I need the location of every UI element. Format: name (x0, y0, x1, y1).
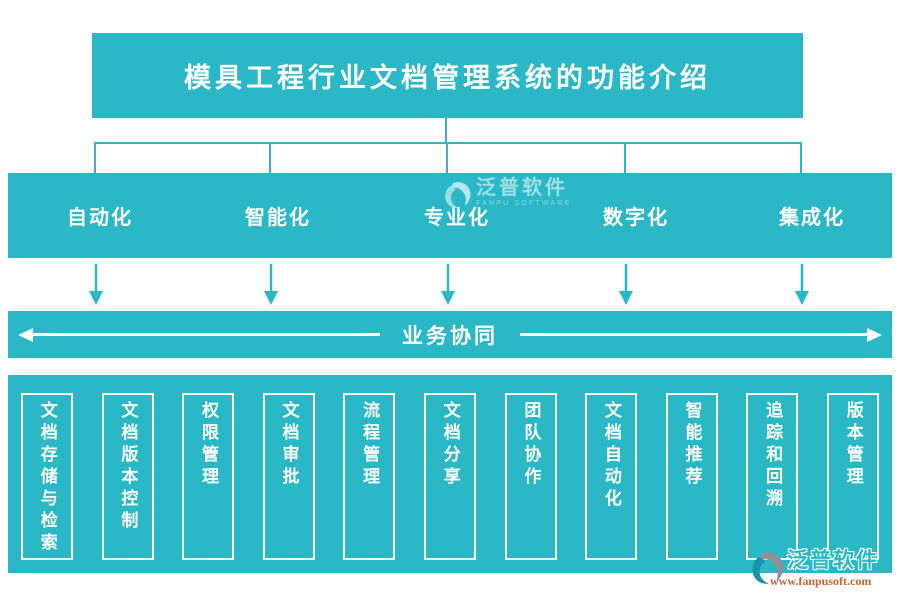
feature-box-doc-automation: 文档自动化 (585, 393, 638, 560)
connector-horizontal-line (94, 142, 802, 144)
feature-label: 文档版本控制 (118, 401, 138, 533)
feature-label: 团队协作 (521, 401, 541, 489)
feature-label: 追踪和回溯 (763, 401, 783, 511)
category-intelligence: 智能化 (245, 207, 311, 229)
connector-root-line (445, 118, 447, 143)
connector-stub-4 (624, 142, 626, 173)
footer-logo-text: 泛普软件 www.fanpusoft.com (770, 549, 879, 589)
feature-label: 文档审批 (279, 401, 299, 489)
down-arrow-icon (89, 264, 103, 305)
arrowhead-left-icon (18, 327, 33, 342)
feature-label: 智能推荐 (682, 401, 702, 489)
feature-box-process-mgmt: 流程管理 (343, 393, 396, 560)
feature-label: 版本管理 (843, 401, 863, 489)
connector-stub-1 (94, 142, 96, 173)
feature-box-team-collab: 团队协作 (504, 393, 557, 560)
category-automation: 自动化 (67, 207, 133, 229)
down-arrow-icon (619, 264, 633, 305)
collab-line-left (33, 333, 380, 336)
categories-band: 自动化 智能化 专业化 数字化 集成化 (8, 173, 892, 258)
feature-box-smart-recommend: 智能推荐 (665, 393, 718, 560)
down-arrow-icon (795, 264, 809, 305)
footer-brand: 泛普软件 (787, 549, 879, 572)
down-arrow-icon (264, 264, 278, 305)
feature-box-version-control: 文档版本控制 (101, 393, 154, 560)
collaboration-bar: 业务协同 (8, 311, 892, 358)
collab-line-right (520, 333, 867, 336)
feature-label: 文档分享 (440, 401, 460, 489)
features-band: 文档存储与检索 文档版本控制 权限管理 文档审批 流程管理 文档分享 团队协作 … (8, 375, 892, 573)
feature-label: 文档自动化 (601, 401, 621, 511)
collaboration-label: 业务协同 (402, 324, 498, 348)
feature-label: 文档存储与检索 (37, 401, 57, 555)
down-arrow-icon (441, 264, 455, 305)
page-title: 模具工程行业文档管理系统的功能介绍 (92, 33, 803, 118)
feature-box-doc-sharing: 文档分享 (423, 393, 476, 560)
category-digitization: 数字化 (603, 207, 669, 229)
feature-box-doc-approval: 文档审批 (262, 393, 315, 560)
feature-box-version-mgmt: 版本管理 (826, 393, 879, 560)
connector-stub-5 (800, 142, 802, 173)
connector-stub-3 (446, 142, 448, 173)
arrowhead-right-icon (867, 327, 882, 342)
category-integration: 集成化 (779, 207, 845, 229)
footer-website: www.fanpusoft.com (770, 574, 872, 589)
footer-logo: 泛普软件 www.fanpusoft.com (751, 549, 879, 589)
fanpu-logo-icon (752, 552, 784, 584)
connector-stub-2 (269, 142, 271, 173)
category-professional: 专业化 (424, 207, 490, 229)
feature-box-permissions: 权限管理 (182, 393, 235, 560)
feature-label: 流程管理 (360, 401, 380, 489)
feature-box-track-trace: 追踪和回溯 (746, 393, 799, 560)
feature-box-storage-retrieval: 文档存储与检索 (21, 393, 73, 560)
feature-label: 权限管理 (198, 401, 218, 489)
